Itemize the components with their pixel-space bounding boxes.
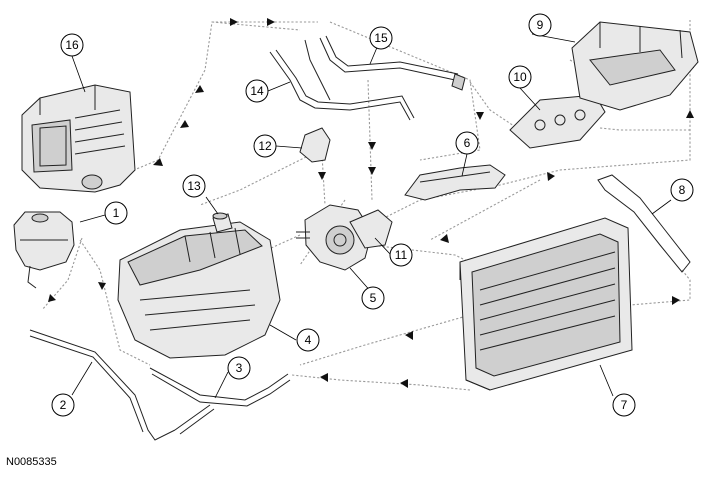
heater-hose (269, 39, 415, 121)
flow-arrow (230, 18, 238, 26)
flow-arrow (476, 112, 484, 120)
flow-arrow (48, 294, 56, 302)
callout-8: 8 (670, 178, 694, 202)
callout-13: 13 (182, 174, 206, 198)
upper-elbow-hose (299, 127, 331, 163)
flow-arrow (368, 167, 376, 175)
callout-9: 9 (528, 13, 552, 37)
heater-return-hose (319, 35, 466, 91)
engine-block (117, 221, 281, 359)
callout-3-label: 3 (236, 361, 243, 375)
callout-6: 6 (455, 131, 479, 155)
figure-reference-id: N0085335 (6, 456, 57, 468)
radiator (459, 217, 633, 391)
callout-4-label: 4 (305, 333, 312, 347)
callout-14-label: 14 (250, 84, 264, 98)
intake-manifold (571, 21, 699, 111)
callout-7: 7 (612, 393, 636, 417)
callout-3: 3 (227, 356, 251, 380)
callout-10-label: 10 (513, 70, 527, 84)
callout-7-label: 7 (621, 398, 628, 412)
lower-radiator-hose (597, 174, 691, 273)
callout-2: 2 (51, 393, 75, 417)
callout-2-label: 2 (60, 398, 67, 412)
flow-arrow (318, 172, 326, 180)
flow-arrow (320, 373, 328, 382)
callout-1: 1 (104, 201, 128, 225)
callout-10: 10 (508, 65, 532, 89)
crossover-tube (404, 164, 506, 201)
flow-arrow (440, 234, 449, 243)
flow-arrow (98, 282, 106, 290)
callout-1-label: 1 (113, 206, 120, 220)
callout-15-label: 15 (374, 31, 388, 45)
callout-8-label: 8 (679, 183, 686, 197)
flow-arrow (400, 379, 408, 388)
callout-4: 4 (296, 328, 320, 352)
callout-12: 12 (253, 134, 277, 158)
cylinder-head-rh (509, 94, 606, 149)
flow-arrow (368, 142, 376, 150)
flow-arrow (267, 18, 275, 26)
flow-arrow (672, 296, 680, 305)
flow-arrow (180, 120, 189, 128)
thermostat-housing (349, 209, 393, 249)
flow-arrow (405, 331, 413, 340)
fitting-tube (212, 212, 233, 233)
callout-16: 16 (60, 33, 84, 57)
callout-16-label: 16 (65, 38, 79, 52)
degas-bottle (13, 211, 75, 289)
flow-arrow (686, 110, 694, 118)
callout-11: 11 (389, 243, 413, 267)
callout-5: 5 (361, 286, 385, 310)
callout-5-label: 5 (370, 291, 377, 305)
callout-13-label: 13 (187, 179, 201, 193)
callout-15: 15 (369, 26, 393, 50)
callout-9-label: 9 (537, 18, 544, 32)
callout-11-label: 11 (395, 248, 408, 262)
heater-core-housing (21, 84, 136, 193)
flow-arrow (153, 158, 163, 166)
bypass-hose (149, 367, 291, 435)
flow-arrow (547, 172, 555, 181)
callout-6-label: 6 (464, 136, 471, 150)
coolant-tube-long (29, 329, 176, 441)
leader-lines (71, 33, 672, 399)
callout-12-label: 12 (258, 139, 272, 153)
flow-arrow (195, 85, 204, 93)
callout-14: 14 (245, 79, 269, 103)
callouts: 16 1 2 3 4 5 7 8 (51, 13, 694, 417)
